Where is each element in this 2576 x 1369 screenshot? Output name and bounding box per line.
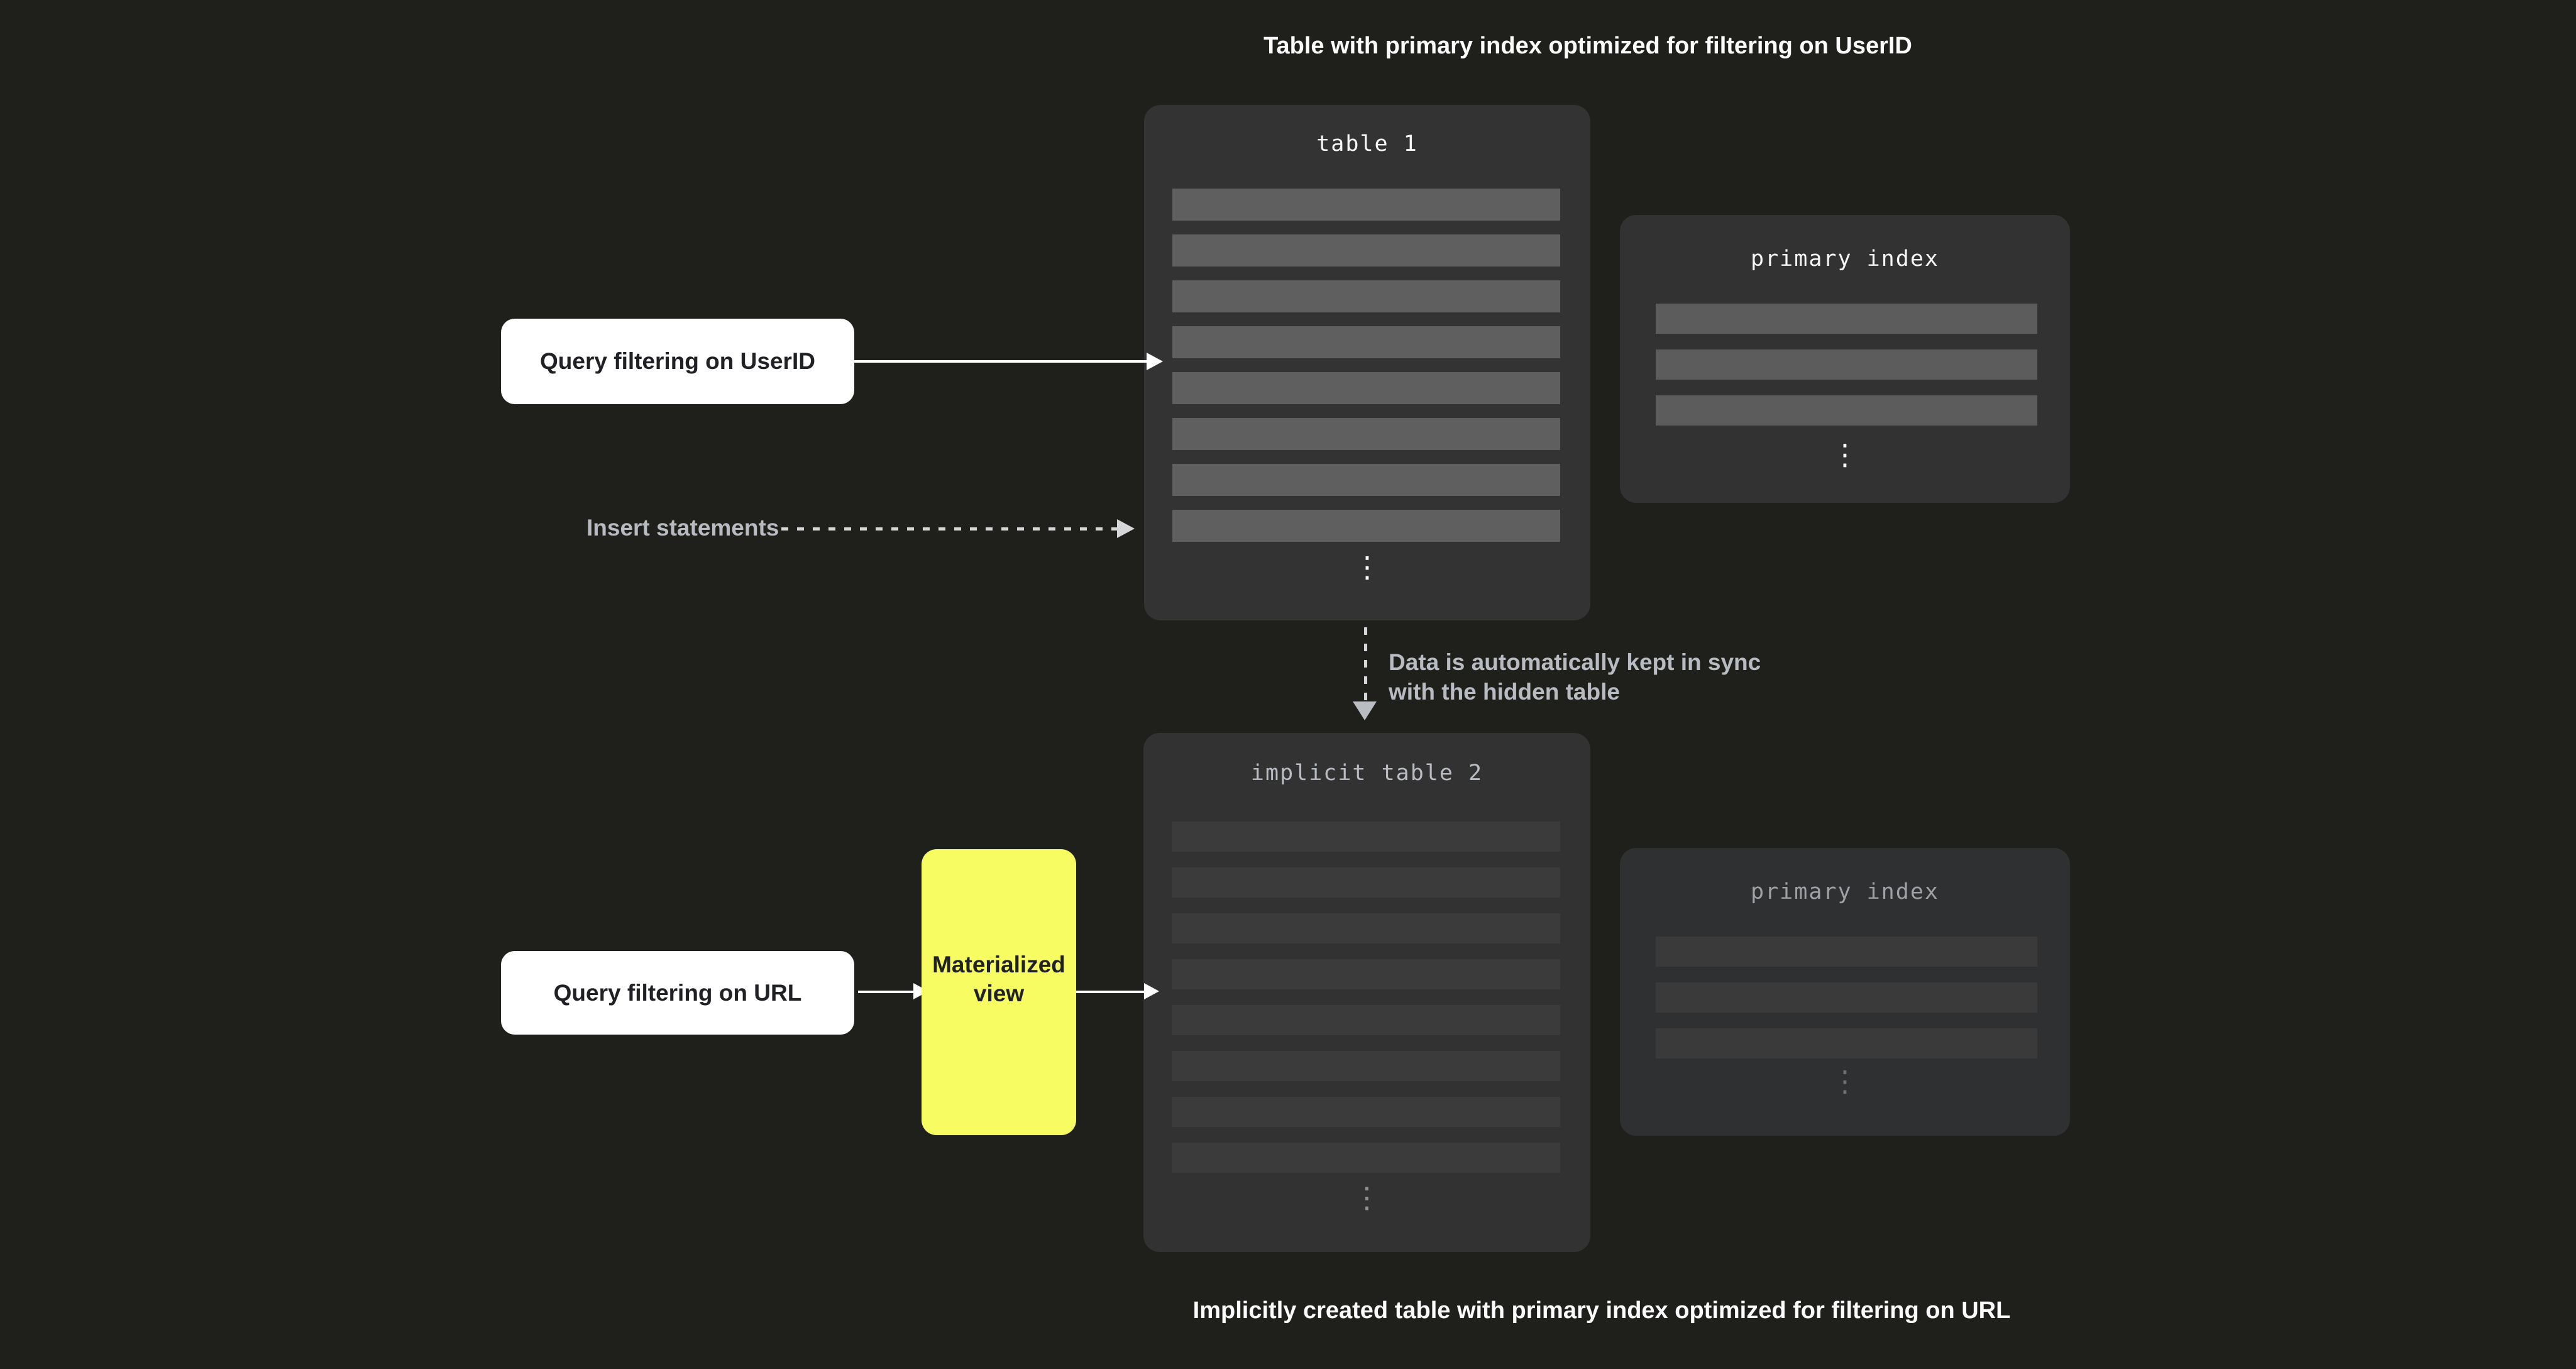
- implicit-table2-rows: [1172, 822, 1560, 1173]
- table1-rows: [1172, 189, 1560, 542]
- materialized-view-label-line1: Materialized: [932, 951, 1065, 977]
- table1-title: table 1: [1316, 131, 1418, 157]
- index-row: [1656, 304, 2037, 334]
- table-row: [1172, 372, 1560, 404]
- index-row: [1656, 937, 2037, 967]
- arrow-right-icon: [1144, 983, 1159, 999]
- table-row: [1172, 913, 1560, 943]
- primary-index-top-panel: primary index ⋮: [1620, 215, 2070, 503]
- table-row: [1172, 189, 1560, 221]
- sync-note: Data is automatically kept in sync with …: [1389, 647, 1761, 706]
- table-row: [1172, 1051, 1560, 1081]
- table-row: [1172, 959, 1560, 989]
- insert-statements-label: Insert statements: [586, 515, 779, 541]
- sync-note-line1: Data is automatically kept in sync: [1389, 649, 1761, 675]
- table-row: [1172, 867, 1560, 898]
- table-row: [1172, 280, 1560, 312]
- table-row: [1172, 822, 1560, 852]
- insert-dashed-arrow-line: [781, 527, 1117, 531]
- table1-ellipsis-icon: ⋮: [1353, 550, 1382, 584]
- primary-index-top-rows: [1656, 304, 2037, 426]
- table-row: [1172, 464, 1560, 496]
- primary-index-top-ellipsis-icon: ⋮: [1830, 437, 1859, 471]
- arrow-right-icon: [1147, 353, 1163, 370]
- query-url-box: Query filtering on URL: [501, 951, 854, 1035]
- arrow-view-to-table2-line: [1076, 991, 1144, 993]
- primary-index-top-title: primary index: [1751, 246, 1939, 272]
- implicit-table2-panel: implicit table 2 ⋮: [1143, 733, 1590, 1252]
- top-caption: Table with primary index optimized for f…: [1263, 33, 1912, 59]
- primary-index-bottom-title: primary index: [1751, 879, 1939, 904]
- materialized-view-box: Materialized view: [922, 849, 1076, 1135]
- primary-index-bottom-rows: [1656, 937, 2037, 1058]
- query-userid-box: Query filtering on UserID: [501, 319, 854, 404]
- arrow-down-icon: [1353, 701, 1377, 720]
- table-row: [1172, 1005, 1560, 1035]
- index-row: [1656, 349, 2037, 380]
- implicit-table2-title: implicit table 2: [1250, 761, 1483, 786]
- implicit-table2-ellipsis-icon: ⋮: [1352, 1180, 1382, 1214]
- arrow-userid-to-table1-line: [854, 360, 1147, 363]
- table-row: [1172, 1097, 1560, 1127]
- table-row: [1172, 1143, 1560, 1173]
- table-row: [1172, 510, 1560, 542]
- table-row: [1172, 326, 1560, 358]
- query-userid-label: Query filtering on UserID: [540, 348, 815, 374]
- index-row: [1656, 982, 2037, 1013]
- sync-note-line2: with the hidden table: [1389, 679, 1620, 705]
- bottom-caption: Implicitly created table with primary in…: [1192, 1297, 2011, 1324]
- table-row: [1172, 234, 1560, 267]
- primary-index-bottom-panel: primary index ⋮: [1620, 848, 2070, 1136]
- primary-index-bottom-ellipsis-icon: ⋮: [1830, 1064, 1859, 1098]
- materialized-view-label-line2: view: [973, 980, 1025, 1006]
- query-url-label: Query filtering on URL: [553, 979, 802, 1006]
- sync-dashed-arrow-line: [1364, 627, 1367, 701]
- arrow-right-icon: [1117, 519, 1135, 538]
- table-row: [1172, 418, 1560, 450]
- arrow-url-to-view-line: [858, 991, 913, 993]
- index-row: [1656, 395, 2037, 426]
- index-row: [1656, 1028, 2037, 1058]
- table1-panel: table 1 ⋮: [1144, 105, 1590, 620]
